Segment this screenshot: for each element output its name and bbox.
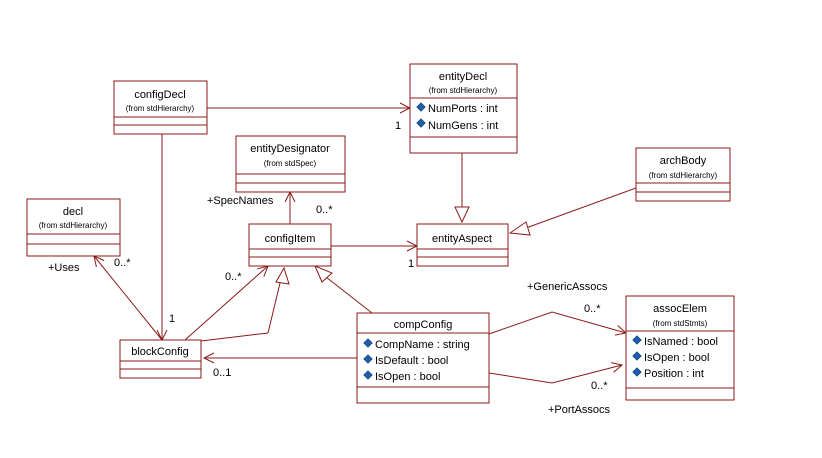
gen-archbody-entityaspect (525, 187, 637, 229)
attribute: IsOpen : bool (375, 371, 440, 383)
generalizations (200, 153, 637, 342)
attribute-icon (416, 102, 426, 112)
attribute-icon (416, 118, 426, 128)
gen-triangle-blockconfig (275, 266, 290, 285)
mult-genericassocs: 0..* (584, 303, 601, 315)
class-blockconfig[interactable]: blockConfig (119, 339, 202, 379)
edge-compconfig-portassocs (488, 365, 622, 384)
class-entitydesignator[interactable]: entityDesignator (from stdSpec) (235, 135, 346, 193)
class-name: decl (63, 206, 83, 218)
gen-blockconfig-configitem-a (200, 332, 269, 342)
class-assocelem[interactable]: assocElem (from stdStmts) IsNamed : bool… (625, 295, 735, 401)
class-name: configDecl (134, 89, 185, 101)
mult-blockconfig: 1 (169, 313, 175, 325)
attribute-icon (363, 338, 373, 348)
attribute: NumPorts : int (428, 103, 498, 115)
attribute-icon (632, 335, 642, 345)
class-name: configItem (265, 233, 316, 245)
attribute-icon (363, 370, 373, 380)
attribute: Position : int (644, 368, 704, 380)
gen-blockconfig-configitem-b (267, 282, 281, 334)
gen-triangle-archbody (508, 221, 531, 236)
gen-compconfig-configitem (325, 276, 373, 314)
class-name: blockConfig (131, 346, 188, 358)
class-name: archBody (660, 155, 707, 167)
role-uses: +Uses (48, 262, 80, 274)
class-origin: (from stdHierarchy) (39, 221, 108, 230)
class-origin: (from stdHierarchy) (429, 86, 498, 95)
edge-labels: 1 +SpecNames 0..* 1 +Uses 0..* 0..* 1 0.… (48, 120, 611, 416)
attribute-icon (363, 354, 373, 364)
class-name: entityDecl (439, 71, 487, 83)
attribute-icon (632, 367, 642, 377)
class-entitydecl[interactable]: entityDecl (from stdHierarchy) NumPorts … (409, 63, 518, 154)
gen-triangle-entitydecl (454, 206, 470, 224)
mult-blockconfig-parent: 0..1 (213, 367, 231, 379)
gen-triangle-compconfig (314, 265, 333, 283)
role-portassocs: +PortAssocs (548, 404, 611, 416)
mult-uses: 0..* (114, 257, 131, 269)
class-name: compConfig (394, 319, 453, 331)
mult-entityaspect: 1 (408, 258, 414, 270)
class-configitem[interactable]: configItem (248, 223, 332, 267)
edge-compconfig-genericassocs (488, 311, 626, 334)
class-compconfig[interactable]: compConfig CompName : string IsDefault :… (356, 312, 490, 404)
mult-portassocs: 0..* (591, 380, 608, 392)
mult-configdecl-entitydecl: 1 (395, 120, 401, 132)
class-origin: (from stdHierarchy) (126, 104, 195, 113)
attribute: CompName : string (375, 339, 470, 351)
role-specnames: +SpecNames (207, 195, 274, 207)
mult-configitem: 0..* (225, 271, 242, 283)
class-entityaspect[interactable]: entityAspect (416, 223, 509, 267)
attribute: NumGens : int (428, 120, 498, 132)
attribute-icon (632, 351, 642, 361)
edge-blockconfig-decl (94, 256, 163, 341)
attribute: IsDefault : bool (375, 355, 448, 367)
edge-blockconfig-configitem (184, 266, 268, 341)
attribute: IsOpen : bool (644, 352, 709, 364)
class-archbody[interactable]: archBody (from stdHierarchy) (635, 147, 731, 202)
role-genericassocs: +GenericAssocs (527, 281, 608, 293)
class-origin: (from stdStmts) (653, 319, 708, 328)
class-decl[interactable]: decl (from stdHierarchy) (26, 198, 121, 257)
attribute: IsNamed : bool (644, 336, 718, 348)
class-origin: (from stdSpec) (264, 159, 317, 168)
associations (94, 108, 626, 384)
class-configdecl[interactable]: configDecl (from stdHierarchy) (113, 80, 208, 135)
class-name: assocElem (653, 303, 707, 315)
class-name: entityDesignator (250, 143, 330, 155)
class-name: entityAspect (432, 233, 492, 245)
class-origin: (from stdHierarchy) (649, 171, 718, 180)
mult-specnames: 0..* (316, 204, 333, 216)
